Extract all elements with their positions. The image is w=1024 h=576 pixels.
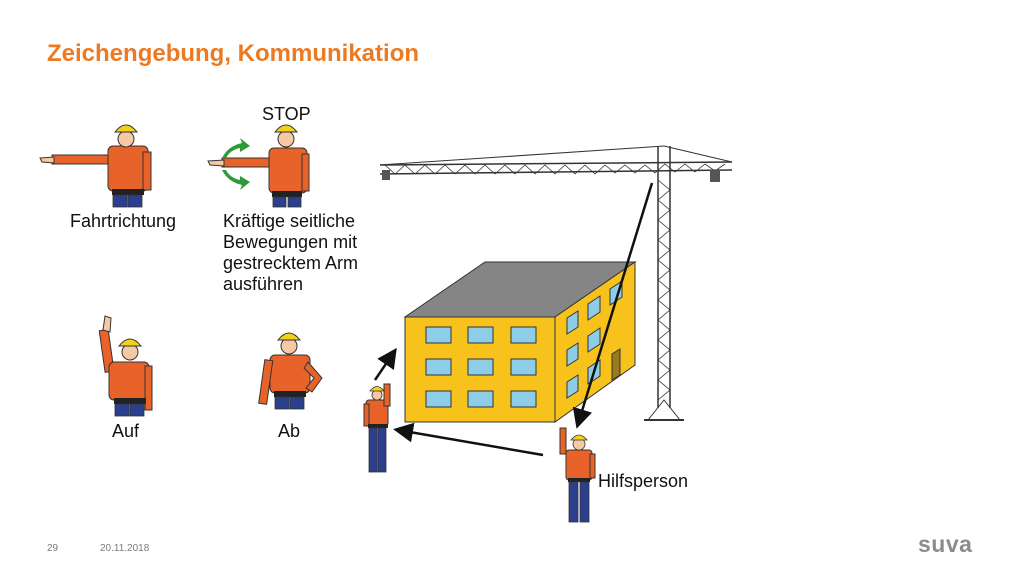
green-arrow-down-icon	[222, 170, 250, 190]
slide-title: Zeichengebung, Kommunikation	[47, 40, 420, 67]
worker-pointing-icon	[39, 124, 152, 208]
stop-description-line-3: gestrecktem Arm	[223, 253, 359, 273]
label-fahrtrichtung: Fahrtrichtung	[70, 211, 177, 231]
stop-description-line-2: Bewegungen mit	[223, 232, 358, 252]
communication-arrows	[373, 182, 654, 457]
helper-person-icon	[559, 427, 596, 523]
building-icon	[403, 261, 637, 423]
stop-heading: STOP	[262, 104, 311, 124]
slide-date: 20.11.2018	[100, 543, 150, 554]
label-hilfsperson: Hilfsperson	[598, 471, 689, 491]
label-auf: Auf	[112, 421, 140, 441]
green-arrow-up-icon	[222, 138, 250, 158]
worker-arm-up-icon	[98, 315, 153, 417]
tower-crane-icon	[379, 145, 733, 421]
page-number: 29	[47, 543, 59, 554]
signalman-icon	[363, 383, 391, 473]
label-ab: Ab	[278, 421, 301, 441]
suva-logo: suva	[918, 531, 973, 557]
stop-description-line-4: ausführen	[223, 274, 304, 294]
worker-arm-down-icon	[258, 332, 323, 410]
stop-description-line-1: Kräftige seitliche	[223, 211, 356, 231]
worker-stop-icon	[207, 124, 310, 208]
